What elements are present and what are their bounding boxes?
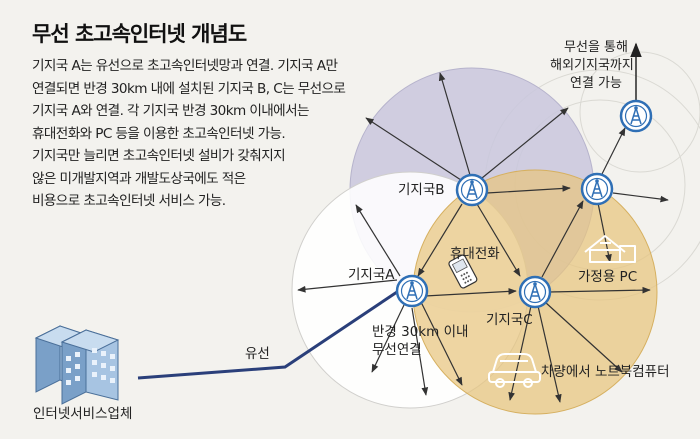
description-line: 기지국 A와 연결. 각 기지국 반경 30km 이내에서는 bbox=[32, 103, 309, 119]
description-line: 않은 미개발지역과 개발도상국에도 적은 bbox=[32, 170, 246, 187]
description-line: 비용으로 초고속인터넷 서비스 가능. bbox=[32, 193, 226, 209]
antenna-icon bbox=[395, 274, 429, 308]
page-title: 무선 초고속인터넷 개념도 bbox=[32, 22, 247, 46]
overseas-label: 무선을 통해 bbox=[564, 40, 628, 55]
station-a-label: 기지국A bbox=[348, 267, 395, 283]
building-icon bbox=[34, 325, 120, 405]
wired-label: 유선 bbox=[245, 346, 270, 362]
description-line: 기지국만 늘리면 초고속인터넷 설비가 갖춰지지 bbox=[32, 148, 286, 164]
wired-line bbox=[137, 288, 401, 380]
home-pc-label: 가정용 PC bbox=[578, 269, 637, 285]
car-notebook-label: 차량에서 노트북컴퓨터 bbox=[541, 364, 670, 380]
description-line: 기지국 A는 유선으로 초고속인터넷망과 연결. 기지국 A만 bbox=[32, 58, 338, 74]
overseas-label: 해외기지국까지 bbox=[550, 58, 634, 73]
description: 기지국 A는 유선으로 초고속인터넷망과 연결. 기지국 A만 연결되면 반경 … bbox=[32, 55, 346, 213]
station-b-label: 기지국B bbox=[398, 182, 445, 198]
antenna-icon bbox=[580, 172, 614, 206]
overseas-label: 연결 가능 bbox=[570, 76, 622, 91]
isp-label: 인터넷서비스업체 bbox=[33, 406, 132, 422]
house-icon bbox=[584, 235, 636, 263]
signal-arrows bbox=[297, 42, 669, 403]
radius-label: 무선연결 bbox=[372, 342, 422, 358]
antenna-icon bbox=[518, 275, 552, 309]
antenna-icon bbox=[455, 173, 489, 207]
description-line: 휴대전화와 PC 등을 이용한 초고속인터넷 가능. bbox=[32, 125, 286, 142]
mobile-phone-label: 휴대전화 bbox=[450, 246, 500, 262]
radius-label: 반경 30km 이내 bbox=[372, 324, 468, 340]
car-icon bbox=[488, 353, 541, 388]
station-c-label: 기지국C bbox=[486, 312, 533, 328]
antenna-icon bbox=[619, 99, 653, 133]
description-line: 연결되면 반경 30km 내에 설치된 기지국 B, C는 무선으로 bbox=[32, 80, 346, 97]
phone-icon bbox=[448, 254, 478, 289]
